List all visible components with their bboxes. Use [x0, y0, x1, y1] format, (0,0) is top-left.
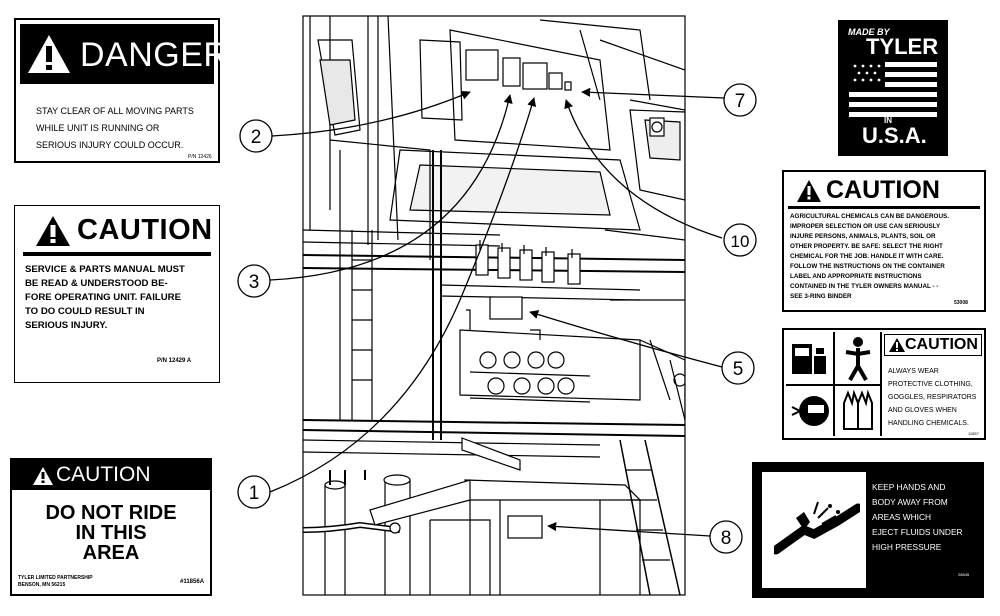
- hands-away-decal: KEEP HANDS AND BODY AWAY FROM AREAS WHIC…: [752, 462, 984, 598]
- callout-10: 10: [723, 223, 757, 257]
- caution-chemicals-line-4: OTHER PROPERTY. BE SAFE: SELECT THE RIGH…: [790, 243, 943, 250]
- callout-3: 3: [237, 264, 271, 298]
- made-by-line-1: MADE BY: [848, 27, 890, 37]
- caution-chemicals-decal: CAUTION AGRICULTURAL CHEMICALS CAN BE DA…: [782, 170, 986, 312]
- flag-icon: [849, 60, 937, 117]
- danger-line-1: STAY CLEAR OF ALL MOVING PARTS: [36, 106, 194, 116]
- leader-line-2: [271, 90, 471, 137]
- caution-chemicals-line-8: CONTAINED IN THE TYLER OWNERS MANUAL - -: [790, 283, 939, 290]
- leader-line-3: [269, 94, 513, 281]
- caution-chemicals-line-9: SEE 3-RING BINDER: [790, 293, 852, 300]
- caution-manual-line-5: SERIOUS INJURY.: [25, 320, 108, 331]
- warning-triangle-icon: [889, 338, 905, 352]
- caution-ride-line-1: DO NOT RIDE: [45, 502, 177, 524]
- caution-wear-decal: CAUTION ALWAYS WEAR PROTECTIVE CLOTHING,…: [782, 328, 986, 440]
- made-by-tyler-decal: MADE BY TYLER IN U.S.A.: [838, 20, 948, 156]
- leader-line-10: [564, 99, 723, 239]
- leader-line-1: [269, 97, 537, 493]
- callout-8: 8: [709, 520, 743, 554]
- caution-manual-decal: CAUTION SERVICE & PARTS MANUAL MUST BE R…: [14, 205, 220, 383]
- caution-ride-company-1: TYLER LIMITED PARTNERSHIP: [18, 575, 93, 581]
- caution-manual-part-number: P/N 12429 A: [157, 358, 192, 364]
- hands-away-inner: [762, 472, 974, 588]
- caution-wear-line-4: AND GLOVES WHEN: [888, 407, 957, 414]
- hands-away-line-4: EJECT FLUIDS UNDER: [872, 527, 963, 537]
- callout-label: 2: [251, 127, 262, 148]
- hand-spray-icon: [774, 501, 860, 555]
- caution-wear-line-5: HANDLING CHEMICALS.: [888, 420, 969, 427]
- warning-triangle-icon: [36, 216, 70, 246]
- caution-wear-header: CAUTION: [884, 334, 982, 356]
- divider: [833, 332, 835, 436]
- danger-decal: DANGER STAY CLEAR OF ALL MOVING PARTS WH…: [14, 18, 228, 163]
- caution-ride-part-number: #11856A: [180, 579, 205, 585]
- callout-1: 1: [237, 475, 271, 509]
- caution-chemicals-line-5: CHEMICAL FOR THE JOB. HANDLE IT WITH CAR…: [790, 253, 944, 260]
- divider: [788, 206, 980, 209]
- callout-2: 2: [239, 119, 273, 153]
- hands-away-line-1: KEEP HANDS AND: [872, 482, 946, 492]
- danger-line-2: WHILE UNIT IS RUNNING OR: [36, 123, 160, 133]
- caution-manual-line-1: SERVICE & PARTS MANUAL MUST: [25, 264, 185, 275]
- divider: [23, 252, 211, 256]
- caution-chemicals-line-1: AGRICULTURAL CHEMICALS CAN BE DANGEROUS.: [790, 213, 949, 220]
- warning-triangle-icon: [797, 180, 821, 202]
- callout-label: 7: [735, 91, 746, 112]
- callout-label: 3: [249, 272, 260, 293]
- warning-triangle-icon: [28, 35, 70, 73]
- caution-wear-part-number: 11857: [968, 431, 979, 436]
- caution-ride-header: CAUTION: [12, 460, 210, 490]
- person-icon: [845, 337, 871, 381]
- gloves-icon: [843, 389, 873, 430]
- caution-ride-signal-word: CAUTION: [56, 463, 151, 486]
- caution-ride-decal: CAUTION DO NOT RIDE IN THIS AREA TYLER L…: [10, 458, 212, 596]
- callout-7: 7: [723, 83, 757, 117]
- illustration-frame: [302, 15, 686, 596]
- helmet-icon: [791, 396, 829, 426]
- hands-away-line-5: HIGH PRESSURE: [872, 542, 942, 552]
- caution-chemicals-line-7: LABEL AND APPROPRIATE INSTRUCTIONS: [790, 273, 922, 280]
- pictogram-panel: [786, 332, 882, 436]
- callout-label: 5: [733, 359, 744, 380]
- danger-line-3: SERIOUS INJURY COULD OCCUR.: [36, 140, 184, 150]
- made-by-line-2: TYLER: [866, 34, 939, 59]
- danger-part-number: P/N 12426: [188, 154, 212, 160]
- leader-line-5: [529, 310, 723, 368]
- callout-label: 10: [731, 232, 750, 251]
- caution-chemicals-part-number: 53008: [954, 300, 968, 306]
- hands-away-line-3: AREAS WHICH: [872, 512, 932, 522]
- caution-manual-line-3: FORE OPERATING UNIT. FAILURE: [25, 292, 181, 303]
- text-panel: [866, 472, 974, 588]
- callout-label: 1: [249, 483, 260, 504]
- danger-header: DANGER: [20, 24, 228, 84]
- caution-ride-line-2: IN THIS: [75, 522, 147, 544]
- callout-label: 8: [721, 528, 732, 549]
- leader-line-7: [581, 87, 725, 99]
- caution-wear-line-2: PROTECTIVE CLOTHING,: [888, 381, 973, 388]
- callout-5: 5: [721, 351, 755, 385]
- leader-line-8: [547, 521, 711, 537]
- caution-ride-company-2: BENSON, MN 56215: [18, 582, 66, 588]
- warning-triangle-icon: [33, 467, 53, 485]
- caution-chemicals-line-6: FOLLOW THE INSTRUCTIONS ON THE CONTAINER: [790, 263, 945, 270]
- caution-chemicals-line-2: IMPROPER SELECTION OR USE CAN SERIOUSLY: [790, 223, 941, 230]
- caution-wear-line-1: ALWAYS WEAR: [888, 368, 939, 375]
- caution-manual-line-2: BE READ & UNDERSTOOD BE-: [25, 278, 168, 289]
- made-by-line-3: IN: [884, 116, 892, 125]
- caution-manual-line-4: TO DO COULD RESULT IN: [25, 306, 145, 317]
- goggles-icon: [792, 344, 826, 374]
- caution-wear-line-3: GOGGLES, RESPIRATORS: [888, 394, 977, 401]
- caution-wear-signal-word: CAUTION: [905, 336, 978, 353]
- hands-away-part-number: 28645: [958, 572, 970, 577]
- caution-manual-signal-word: CAUTION: [77, 214, 213, 246]
- made-by-line-4: U.S.A.: [862, 123, 927, 148]
- caution-ride-line-3: AREA: [82, 542, 140, 564]
- hands-away-line-2: BODY AWAY FROM: [872, 497, 948, 507]
- danger-signal-word: DANGER: [80, 36, 229, 74]
- caution-chemicals-line-3: INJURE PERSONS, ANIMALS, PLANTS, SOIL OR: [790, 233, 936, 240]
- caution-chemicals-signal-word: CAUTION: [826, 176, 940, 204]
